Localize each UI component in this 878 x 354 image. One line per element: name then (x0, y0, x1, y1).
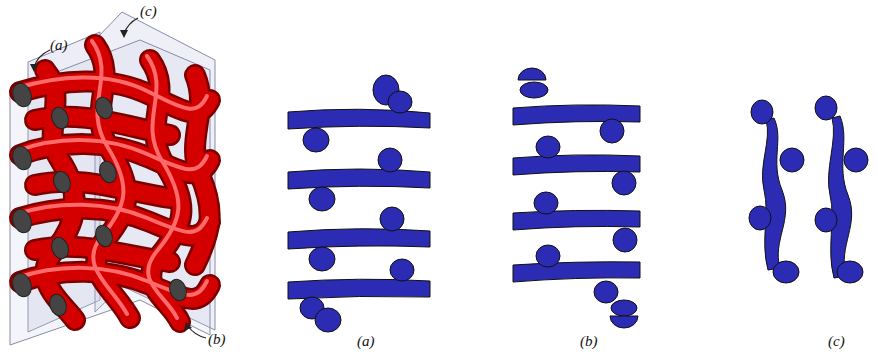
panel-label: (a) (50, 38, 68, 53)
panel-label: (b) (580, 334, 598, 349)
panel-label: (a) (357, 334, 375, 349)
panel-label: (c) (140, 4, 157, 19)
panel-label: (c) (828, 334, 845, 349)
panel-label: (b) (208, 332, 226, 347)
